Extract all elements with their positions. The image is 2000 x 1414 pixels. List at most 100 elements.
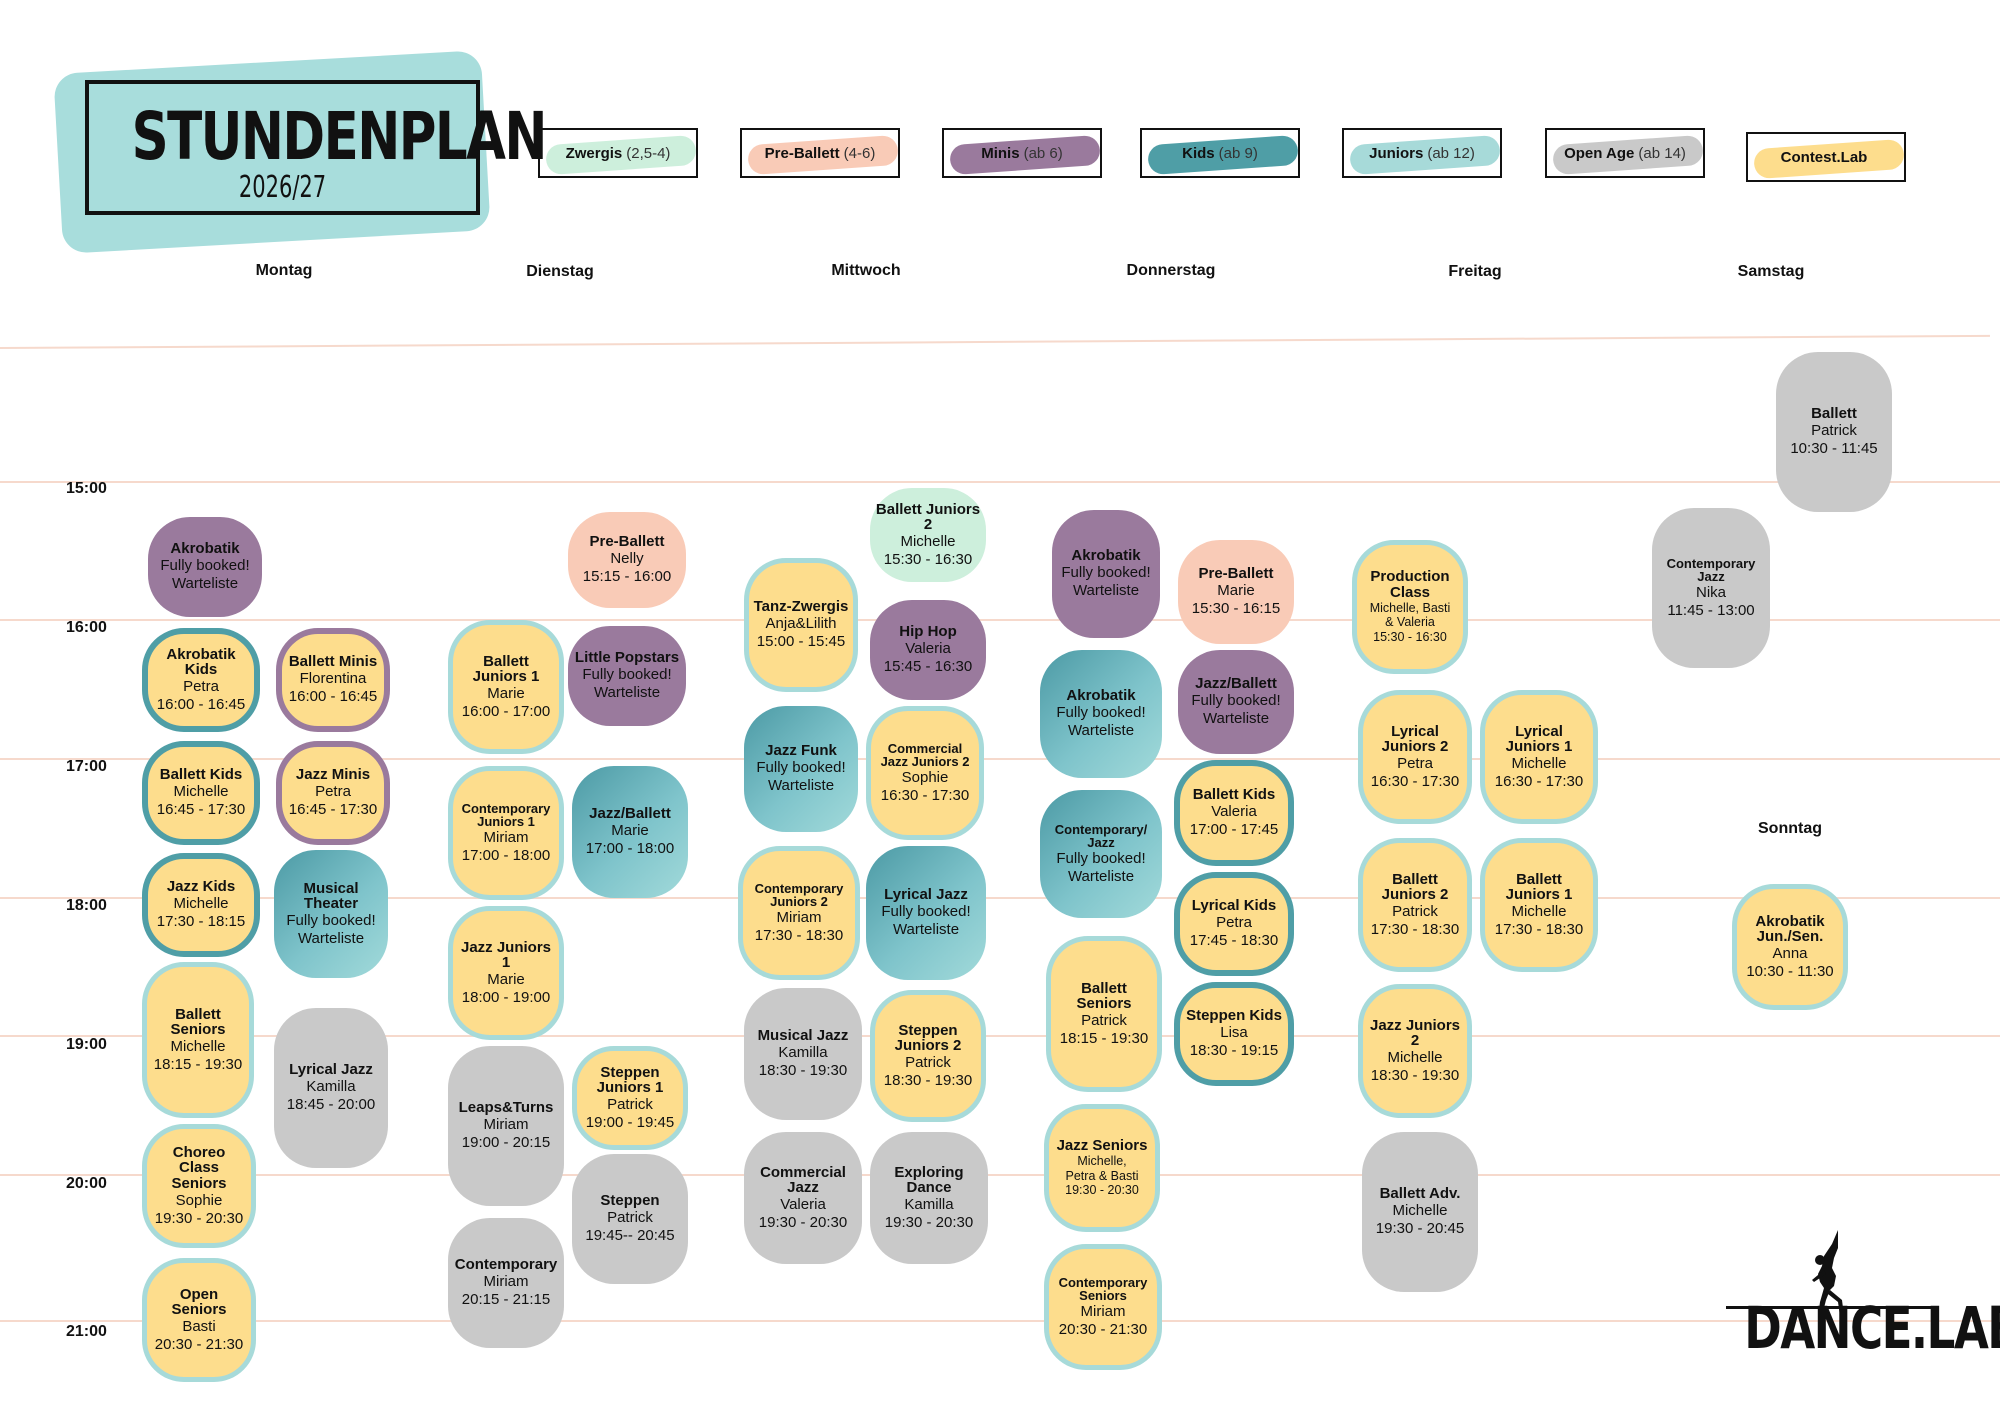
legend-age: (ab 9)	[1218, 144, 1258, 162]
class-detail: Warteliste	[171, 574, 239, 592]
class-detail: 15:00 - 15:45	[756, 632, 846, 650]
time-label: 16:00	[66, 619, 107, 636]
class-detail: Patrick	[1081, 1012, 1127, 1030]
class-detail: 18:30 - 19:30	[758, 1061, 848, 1079]
class-detail: Fully booked!	[1056, 704, 1146, 722]
legend-name: Contest.Lab	[1780, 148, 1868, 166]
legend-name: Juniors	[1369, 144, 1424, 162]
class-title: Jazz/Ballett	[1195, 675, 1277, 693]
class-detail: Michelle	[173, 783, 229, 801]
class-title: Musical Jazz	[757, 1027, 849, 1045]
class-title: Ballett Seniors	[170, 1005, 226, 1039]
class-detail: 19:00 - 19:45	[585, 1113, 675, 1131]
legend-label: Contest.Lab	[1746, 132, 1906, 182]
class-detail: 20:30 - 21:30	[1058, 1320, 1148, 1338]
class-detail: 19:00 - 20:15	[461, 1133, 551, 1151]
class-title: Ballett	[1811, 405, 1857, 423]
class-detail: Michelle	[1511, 755, 1567, 773]
class-title: Exploring Dance	[894, 1163, 964, 1197]
class-detail: Patrick	[1392, 903, 1438, 921]
class-detail: 18:30 - 19:30	[1370, 1066, 1460, 1084]
class-detail: 17:00 - 17:45	[1189, 820, 1279, 838]
class-title: Akrobatik	[170, 540, 240, 558]
day-donnerstag: Donnerstag	[1126, 262, 1216, 279]
class-detail: 15:30 - 16:15	[1191, 599, 1281, 617]
class-detail: Fully booked!	[756, 759, 846, 777]
class-detail: Florentina	[299, 670, 367, 688]
class-title: Commercial Jazz	[760, 1163, 846, 1197]
class-detail: Valeria	[780, 1196, 826, 1214]
class-detail: 11:45 - 13:00	[1667, 601, 1755, 619]
class-detail: Michelle	[173, 895, 229, 913]
page-title: STUNDENPLAN	[131, 98, 548, 175]
class-title: Steppen Kids	[1186, 1007, 1282, 1025]
class-detail: 16:00 - 16:45	[156, 695, 246, 713]
class-detail: Petra	[183, 678, 219, 696]
class-detail: Warteliste	[593, 683, 661, 701]
class-title: Ballett Kids	[159, 766, 243, 784]
class-title: Steppen Juniors 1	[596, 1063, 664, 1097]
class-detail: Michelle, Basti	[1369, 600, 1451, 615]
class-detail: 17:30 - 18:30	[1494, 920, 1584, 938]
class-detail: Warteliste	[1067, 867, 1135, 885]
class-detail: Nelly	[610, 550, 644, 568]
legend-item: Open Age(ab 14)	[1545, 128, 1705, 180]
legend-name: Open Age	[1564, 144, 1635, 162]
legend-age: (2,5-4)	[626, 144, 671, 162]
legend-label: Pre-Ballett(4-6)	[740, 128, 900, 178]
class-title: Commercial Jazz Juniors 2	[880, 740, 970, 770]
class-title: Tanz-Zwergis	[753, 598, 849, 616]
class-detail: Warteliste	[892, 920, 960, 938]
legend-name: Zwergis	[565, 144, 623, 162]
class-title: Jazz Funk	[765, 742, 837, 760]
legend-item: Juniors(ab 12)	[1342, 128, 1502, 180]
class-detail: Warteliste	[297, 929, 365, 947]
class-title: Leaps&Turns	[458, 1099, 554, 1117]
class-detail: Marie	[1217, 582, 1255, 600]
class-title: Contemporary Juniors 1	[461, 800, 551, 830]
grid-line	[0, 897, 2000, 899]
legend-age: (4-6)	[843, 144, 876, 162]
class-detail: Nika	[1695, 583, 1726, 601]
class-detail: Miriam	[1080, 1302, 1126, 1320]
class-detail: Sophie	[175, 1191, 223, 1209]
class-title: Jazz Minis	[295, 766, 371, 784]
class-detail: Marie	[487, 685, 525, 703]
class-detail: Warteliste	[767, 776, 835, 794]
class-detail: Michelle,	[1077, 1153, 1127, 1168]
class-detail: 19:30 - 20:45	[1375, 1219, 1465, 1237]
class-title: Steppen Juniors 2	[894, 1021, 962, 1055]
day-freitag: Freitag	[1448, 263, 1502, 280]
class-detail: 16:45 - 17:30	[288, 800, 378, 818]
legend-item: Minis(ab 6)	[942, 128, 1102, 180]
class-detail: Miriam	[483, 1116, 529, 1134]
class-detail: Kamilla	[778, 1044, 828, 1062]
class-detail: Kamilla	[306, 1078, 356, 1096]
class-detail: 20:15 - 21:15	[461, 1290, 551, 1308]
class-detail: 18:15 - 19:30	[1059, 1029, 1149, 1047]
class-detail: 15:30 - 16:30	[883, 550, 973, 568]
class-detail: 17:45 - 18:30	[1189, 931, 1279, 949]
class-title: Ballett Kids	[1192, 786, 1276, 804]
